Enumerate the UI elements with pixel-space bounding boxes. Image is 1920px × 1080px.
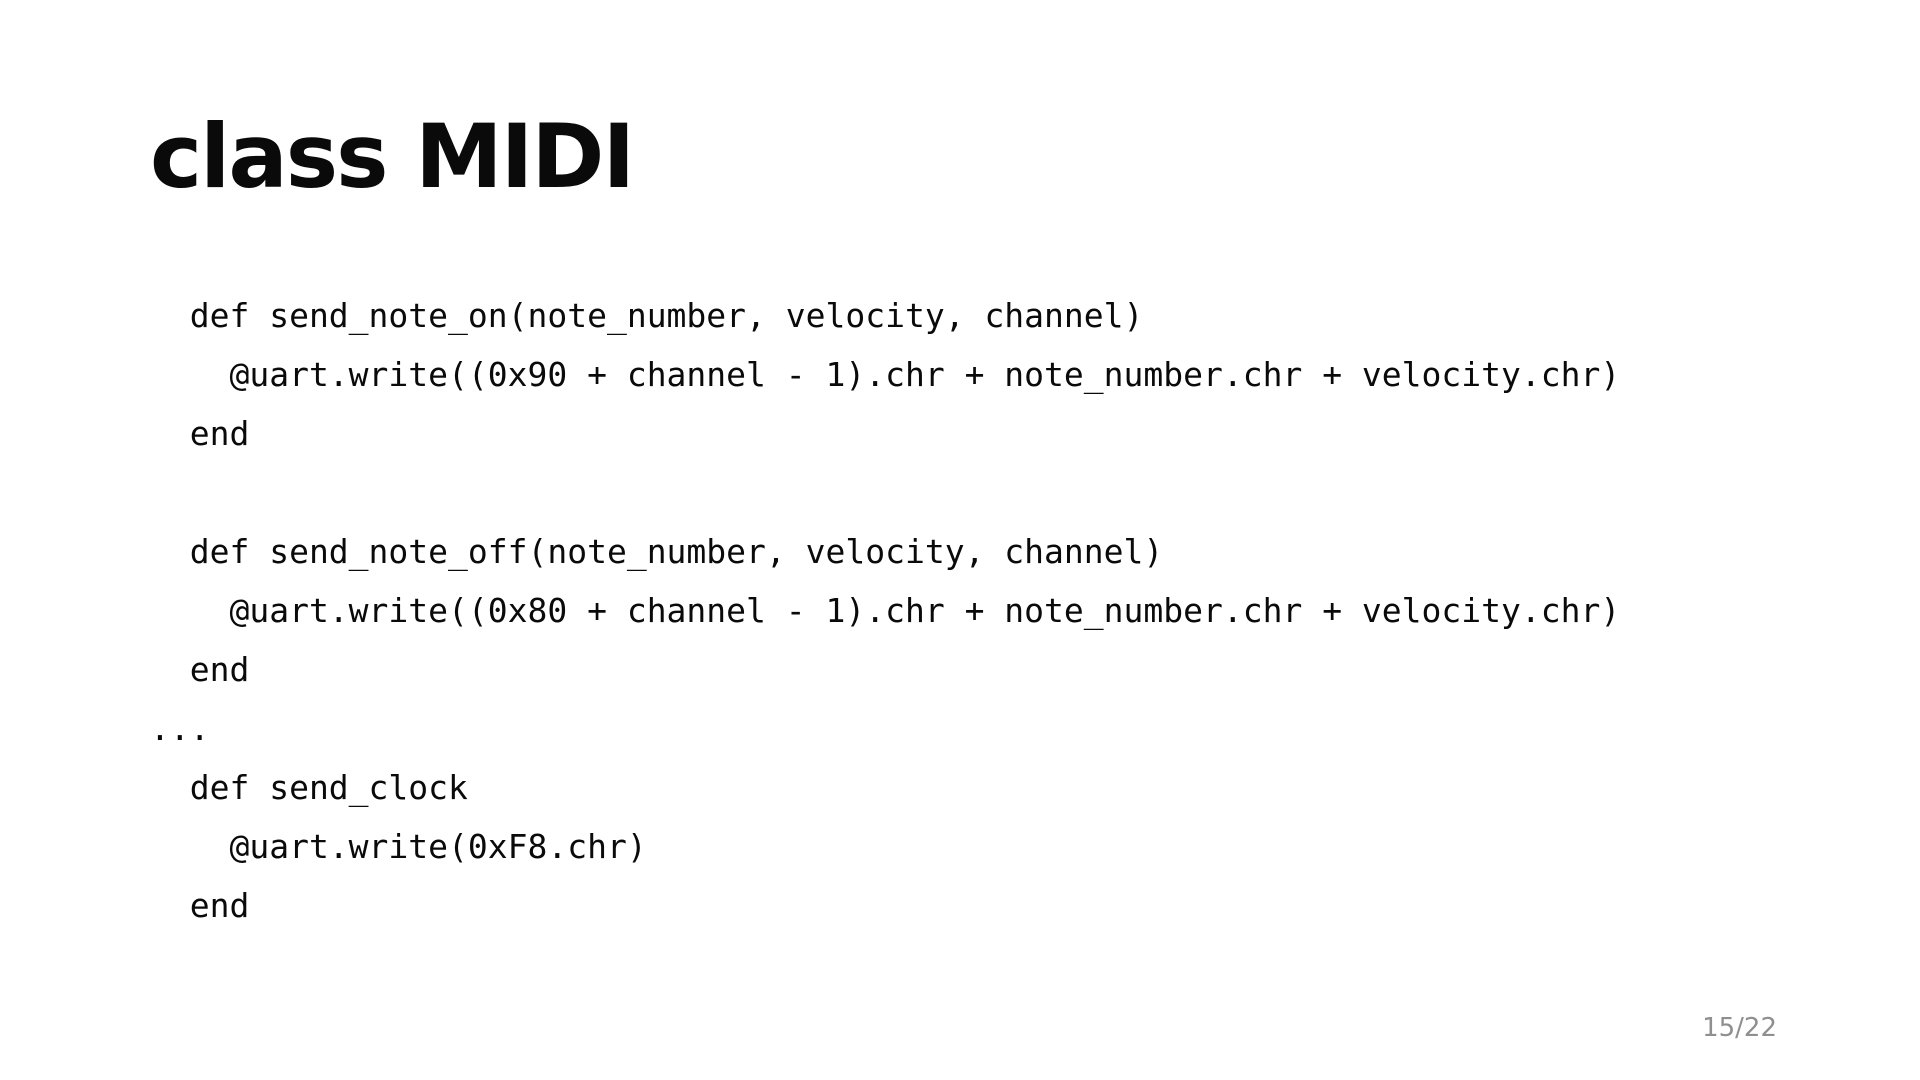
code-line-blank [150, 463, 1620, 522]
code-line: def send_note_off(note_number, velocity,… [150, 532, 1164, 571]
code-line: @uart.write((0x80 + channel - 1).chr + n… [150, 591, 1621, 630]
code-line: def send_clock [150, 768, 468, 807]
code-line: @uart.write(0xF8.chr) [150, 827, 647, 866]
slide-title: class MIDI [150, 105, 635, 208]
code-line: end [150, 650, 250, 689]
code-line: end [150, 886, 250, 925]
code-block: def send_note_on(note_number, velocity, … [150, 286, 1620, 935]
code-line: def send_note_on(note_number, velocity, … [150, 296, 1144, 335]
code-line-ellipsis: ... [150, 709, 210, 748]
code-line: end [150, 414, 250, 453]
code-line: @uart.write((0x90 + channel - 1).chr + n… [150, 355, 1621, 394]
page-number: 15/22 [1702, 1013, 1777, 1043]
